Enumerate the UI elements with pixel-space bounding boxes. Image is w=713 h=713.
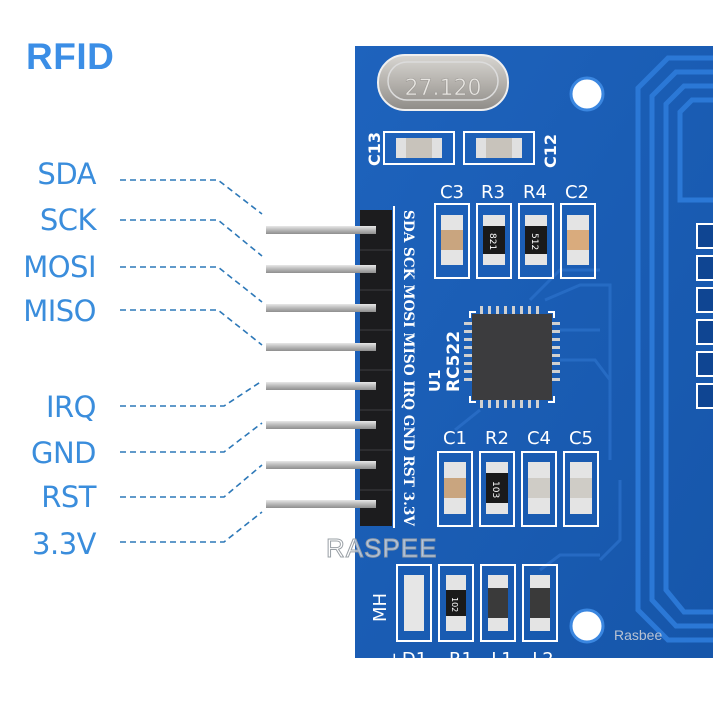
header-pin [266,421,376,429]
silkscreen-c5: C5 [569,428,593,449]
silkscreen-c2: C2 [565,182,589,203]
header-pin [266,304,376,312]
resistor-marking-r3: 821 [487,233,497,250]
pin-header-housing [360,210,392,526]
component-row-3: 102 +D1 R1 L1 L2 [387,564,558,670]
leader-line-sck [120,219,263,257]
silkscreen-mh: MH [370,593,391,622]
pin-label-miso: MISO [23,294,96,328]
header-pin [266,461,376,469]
header-pin [266,343,376,351]
silkscreen-c4: C4 [527,428,551,449]
rc522-chip [464,306,560,408]
silkscreen-c1: C1 [443,428,467,449]
header-segments [360,249,392,491]
silkscreen-c13: C13 [365,132,384,166]
crystal-oscillator [377,54,509,111]
watermark-raspee: RASPEE [326,533,438,564]
silkscreen-l1: L1 [491,649,512,670]
header-pin [266,382,376,390]
leader-line-irq [120,380,263,407]
led-d1 [404,575,424,631]
silkscreen-r4: R4 [523,182,547,203]
capacitor-c12 [463,131,535,165]
pin-label-rst: RST [41,480,96,514]
leader-line-rst [120,464,263,498]
resistor-marking-r4: 512 [529,233,539,250]
pin-label-3v3: 3.3V [32,527,96,561]
diagram-title: RFID [26,36,115,77]
pin-label-sck: SCK [39,203,97,237]
mounting-hole [569,608,605,644]
silkscreen-d1: +D1 [387,649,427,670]
header-pin [266,500,376,508]
silkscreen-r1: R1 [449,649,473,670]
silkscreen-l2: L2 [532,649,553,670]
resistor-marking-r2: 103 [490,481,500,498]
leader-line-sda [120,179,263,215]
capacitor-c13 [383,131,455,165]
silkscreen-r2: R2 [485,428,509,449]
header-silkscreen: SDA SCK MOSI MISO IRQ GND RST 3.3V [400,210,416,527]
watermark-rasbee: Rasbee [614,627,663,643]
resistor-marking-r1: 102 [450,597,459,612]
leader-line-3v3 [120,511,263,543]
crystal-marking: 27.120 [405,76,482,101]
leader-line-gnd [120,422,263,453]
silkscreen-r3: R3 [481,182,505,203]
leader-line-miso [120,309,263,346]
chip-designator: U1 [426,369,444,392]
header-pin [266,226,376,234]
component-row-2: C1 R2 C4 C5 103 [437,428,599,527]
antenna-pads [696,223,713,409]
header-pin [266,265,376,273]
header-pins [266,226,376,508]
mounting-hole [569,76,605,112]
silkscreen-c12: C12 [541,134,560,168]
pin-label-irq: IRQ [45,390,97,424]
antenna-traces [635,55,713,643]
component-row-1: C3 R3 R4 C2 821 512 [434,182,596,279]
leader-lines [120,179,263,543]
silkscreen-c3: C3 [440,182,464,203]
pin-label-mosi: MOSI [23,250,96,284]
pin-label-sda: SDA [37,157,96,191]
traces [454,268,622,572]
chip-name: RC522 [444,331,464,392]
pin-label-gnd: GND [31,436,97,470]
leader-line-mosi [120,266,263,303]
